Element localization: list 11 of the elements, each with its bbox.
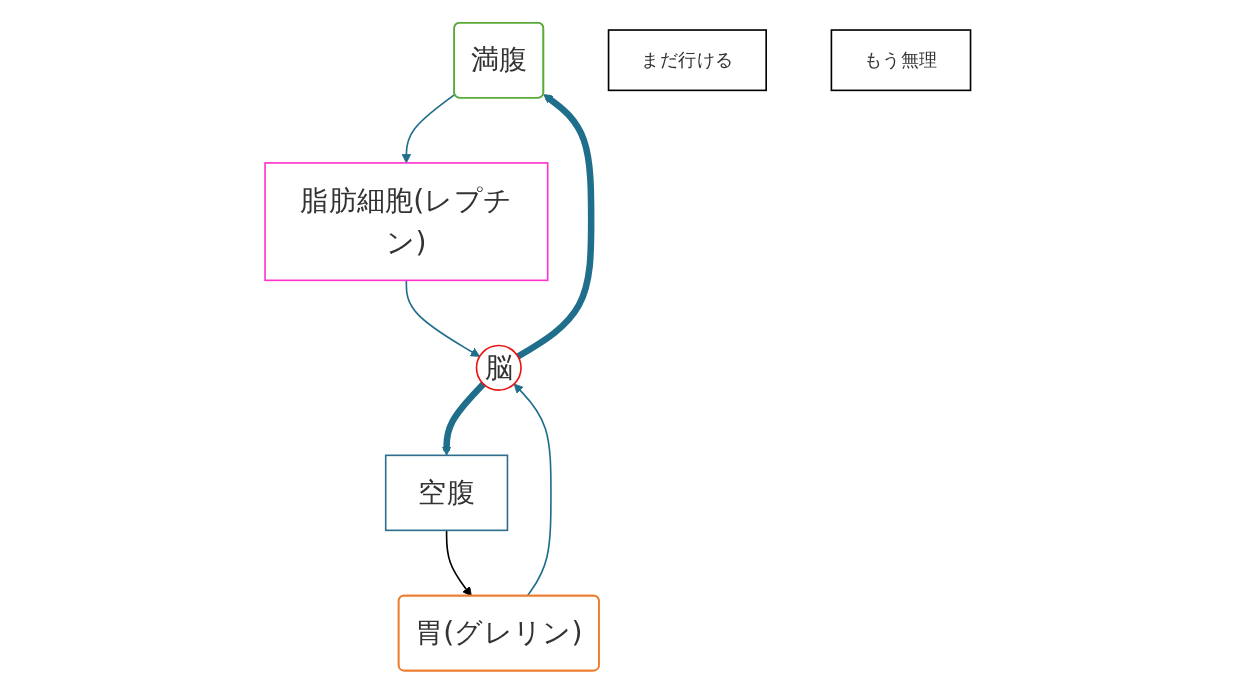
arrow (401, 93, 456, 164)
node-box: 脂肪細胞(レプチン) (263, 161, 549, 281)
node-box: もう無理 (830, 29, 972, 92)
node-circle: 脳 (475, 344, 522, 391)
arrow (445, 529, 472, 597)
node-box: 空腹 (384, 454, 508, 531)
arrow (513, 383, 552, 597)
node-box: まだ行ける (607, 29, 767, 92)
arrow (405, 279, 480, 357)
arrow (441, 381, 486, 456)
arrow (515, 93, 595, 360)
